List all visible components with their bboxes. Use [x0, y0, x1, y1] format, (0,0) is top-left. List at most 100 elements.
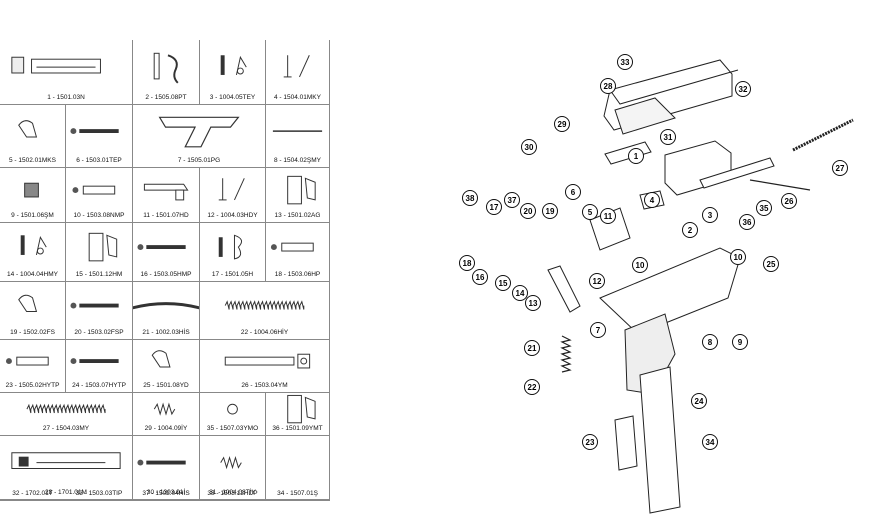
part-caption: 13 - 1501.02AG — [274, 212, 321, 219]
callout-marker: 2 — [682, 222, 698, 238]
part-caption: 16 - 1503.05HMP — [140, 271, 192, 278]
parts-table-cell: 16 - 1503.05HMP — [133, 223, 200, 282]
part-caption: 37 - 1502.04HİS — [142, 490, 190, 497]
callout-number: 16 — [476, 273, 485, 282]
catch-icon — [18, 120, 38, 138]
callout-marker: 3 — [702, 207, 718, 223]
callout-number: 38 — [466, 194, 475, 203]
part-caption: 27 - 1504.03MY — [42, 425, 90, 432]
part-caption: 9 - 1501.06ŞM — [11, 212, 54, 219]
parts-table-cell: 8 - 1504.02ŞMY — [266, 105, 330, 168]
callout-marker: 13 — [525, 295, 541, 311]
part-caption: 6 - 1503.01TEP — [76, 157, 122, 164]
part-caption: 11 - 1501.07HD — [143, 212, 189, 219]
part-caption: 19 - 1502.02FS — [10, 329, 55, 336]
callout-marker: 30 — [521, 139, 537, 155]
callout-number: 23 — [586, 438, 595, 447]
parts-table-cell: 27 - 1504.03MY — [0, 393, 133, 436]
parts-table-cell: 6 - 1503.01TEP — [66, 105, 133, 168]
parts-table-cell: 10 - 1503.08NMP — [66, 168, 133, 223]
part-caption: 24 - 1503.07HYTP — [72, 382, 126, 389]
parts-table-cell: 32 - 1702.01T — [0, 490, 66, 501]
callout-marker: 32 — [735, 81, 751, 97]
callout-number: 22 — [528, 383, 537, 392]
part-caption: 23 - 1505.02HYTP — [5, 382, 60, 389]
callout-marker: 11 — [600, 208, 616, 224]
callout-marker: 35 — [756, 200, 772, 216]
pin-icon — [137, 244, 186, 251]
part-caption: 32 - 1702.01T — [12, 490, 53, 497]
callout-marker: 9 — [732, 334, 748, 350]
callout-number: 31 — [664, 133, 673, 142]
callout-number: 19 — [546, 207, 555, 216]
callout-number: 17 — [490, 203, 499, 212]
parts-table-cell: 12 - 1004.03HDY — [200, 168, 266, 223]
small-spring-icon — [153, 402, 176, 416]
lever-icon — [143, 183, 189, 201]
callout-number: 37 — [508, 196, 517, 205]
callout-marker: 15 — [495, 275, 511, 291]
parts-table-cell: 7 - 1505.01PG — [133, 105, 266, 168]
part-caption: 25 - 1501.08YD — [143, 382, 189, 389]
callout-marker: 12 — [589, 273, 605, 289]
parts-table-cell: 29 - 1004.09İY — [133, 393, 200, 436]
parts-table-cell: 36 - 1501.09YMT — [266, 393, 330, 436]
part-caption: 38 - 1503.12HDP — [207, 490, 258, 497]
frame-slide-icon — [11, 56, 101, 74]
callout-marker: 19 — [542, 203, 558, 219]
part-caption: 4 - 1504.01MKY — [274, 94, 321, 101]
part-caption: 1 - 1501.03N — [47, 94, 85, 101]
hammer-icon — [218, 234, 243, 260]
part-caption: 28 - 1701.01M — [45, 489, 87, 496]
parts-table-cell: 13 - 1501.02AG — [266, 168, 330, 223]
callout-marker: 23 — [582, 434, 598, 450]
pin-icon — [137, 459, 186, 466]
callout-number: 21 — [528, 344, 537, 353]
sleeve-icon — [72, 185, 116, 195]
parts-table-cell: 24 - 1503.07HYTP — [66, 340, 133, 393]
callout-marker: 1 — [628, 148, 644, 164]
pin-icon — [70, 302, 119, 309]
parts-table-cell — [266, 436, 330, 500]
sleeve-icon — [270, 242, 314, 252]
parts-table-cell: 18 - 1503.06HP — [266, 223, 330, 282]
part-caption: 35 - 1507.03YMO — [206, 425, 259, 432]
callout-marker: 29 — [554, 116, 570, 132]
parts-table-cell: 25 - 1501.08YD — [133, 340, 200, 393]
part-caption: 31 - 1004.08TİY — [209, 489, 256, 496]
parts-table-cell: 37 - 1502.04HİS — [133, 490, 200, 501]
callout-number: 32 — [739, 85, 748, 94]
parts-table-cell: 33 - 1503.03TIP — [66, 490, 133, 501]
parts-table-cell: 9 - 1501.06ŞM — [0, 168, 66, 223]
wire-spring-icon — [283, 55, 310, 78]
callout-number: 20 — [524, 207, 533, 216]
callout-number: 27 — [836, 164, 845, 173]
callout-marker: 24 — [691, 393, 707, 409]
wire-spring-icon — [218, 178, 245, 201]
block-icon — [287, 394, 316, 424]
sleeve-icon — [6, 356, 49, 366]
part-caption: 20 - 1503.02FSP — [74, 329, 124, 336]
callout-number: 33 — [621, 58, 630, 67]
callout-number: 5 — [588, 208, 593, 217]
parts-table-cell: 15 - 1501.12HM — [66, 223, 133, 282]
rod-icon — [272, 130, 323, 132]
parts-table-cell: 21 - 1002.03HİS — [133, 282, 200, 340]
catch-icon — [18, 294, 38, 312]
callout-number: 13 — [529, 299, 538, 308]
callout-number: 10 — [734, 253, 743, 262]
callout-marker: 20 — [520, 203, 536, 219]
callout-marker: 31 — [660, 129, 676, 145]
callout-marker: 36 — [739, 214, 755, 230]
part-caption: 21 - 1002.03HİS — [142, 329, 190, 336]
parts-table-cell: 38 - 1503.12HDP — [200, 490, 266, 501]
part-caption: 36 - 1501.09YMT — [272, 425, 323, 432]
callout-number: 18 — [463, 259, 472, 268]
parts-table-cell: 3 - 1004.05TEY — [200, 40, 266, 105]
callout-marker: 10 — [632, 257, 648, 273]
callout-number: 24 — [695, 397, 704, 406]
nut-icon — [24, 182, 39, 198]
parts-table-cell: 11 - 1501.07HD — [133, 168, 200, 223]
parts-table-cell: 1 - 1501.03N — [0, 40, 133, 105]
